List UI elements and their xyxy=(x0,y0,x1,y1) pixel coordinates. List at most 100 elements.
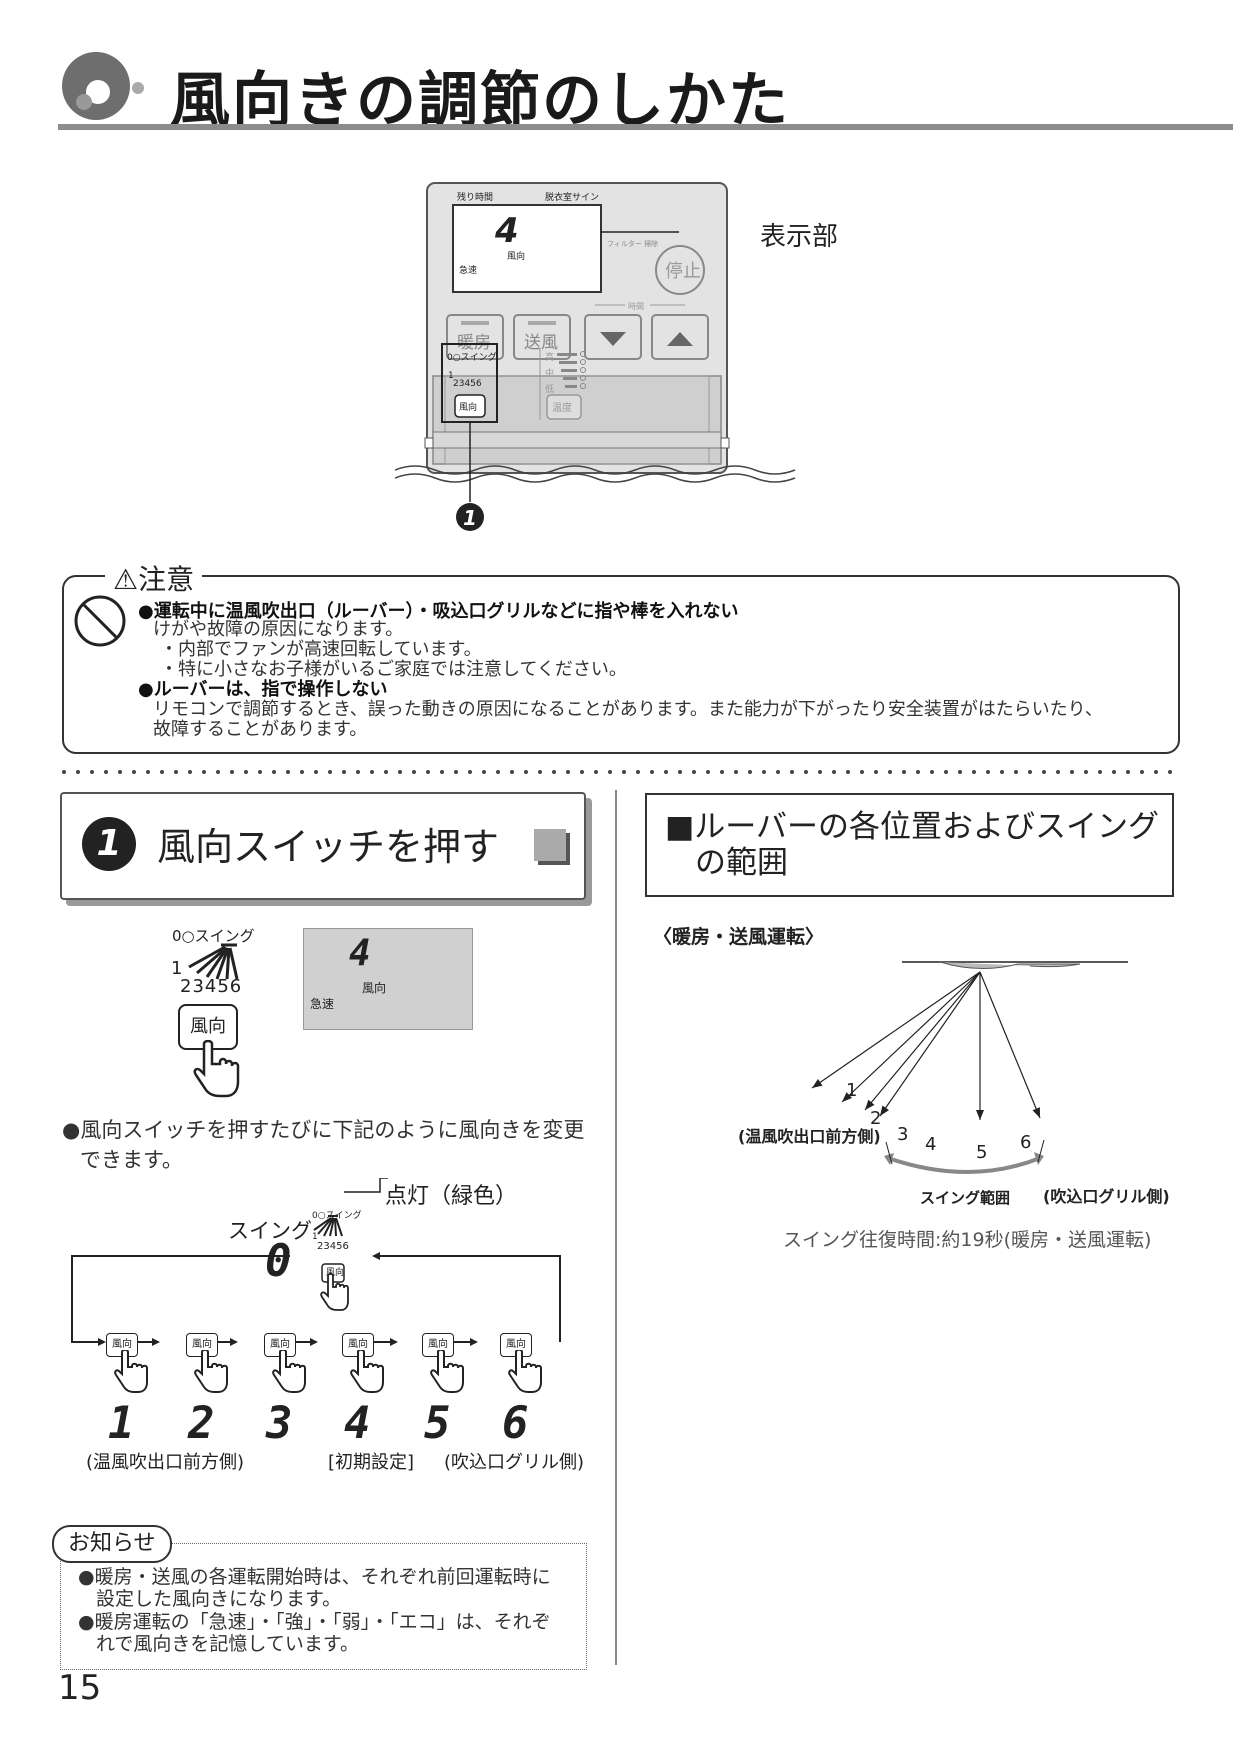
louver-range-diagram xyxy=(811,961,1128,1174)
caution-line: 故障することがあります。 xyxy=(153,719,368,740)
svg-text:温度: 温度 xyxy=(552,401,572,414)
finger-press-icon xyxy=(430,1350,464,1393)
title-circles-icon xyxy=(62,52,144,120)
bullet-text: ●風向スイッチを押すたびに下記のように風向きを変更 xyxy=(62,1118,585,1142)
ray-arrowhead xyxy=(865,1099,875,1110)
fan-button[interactable]: 送風 xyxy=(513,314,571,360)
small-louver-icon xyxy=(313,1215,343,1237)
sequence-digit: 2 xyxy=(188,1398,215,1449)
louver-fan-icon xyxy=(188,943,239,980)
notice-line: 設定した風向きになります。 xyxy=(96,1588,342,1610)
range-title: ■ルーバーの各位置およびスイング の範囲 xyxy=(665,809,1159,881)
level-high: 高 xyxy=(545,351,554,363)
louver-ray xyxy=(864,971,981,1111)
range-subtitle: 〈暖房・送風運転〉 xyxy=(653,926,825,948)
louver-position-label: 2 xyxy=(870,1108,882,1129)
caution-line: けがや故障の原因になります。 xyxy=(153,619,404,640)
remaining-time-label: 残り時間 xyxy=(457,191,493,203)
seq-label-front: (温風吹出口前方側) xyxy=(86,1452,245,1473)
up-button[interactable] xyxy=(651,314,709,360)
step-number: 1 xyxy=(82,817,136,871)
dressing-sign-label: 脱衣室サイン xyxy=(545,191,599,203)
louver-ray xyxy=(841,971,981,1103)
range-title-line-1: ■ルーバーの各位置およびスイング xyxy=(665,809,1159,845)
ray-arrowhead xyxy=(842,1092,853,1102)
step-1-box: 1 風向スイッチを押す xyxy=(60,792,586,900)
swing-word: スイング xyxy=(228,1219,312,1243)
small-swing-label: 0○スイング xyxy=(312,1211,362,1221)
level-low: 低 xyxy=(545,383,554,395)
louver-position-label: 1 xyxy=(846,1080,858,1101)
grill-side-label: (吹込口グリル側) xyxy=(1043,1187,1170,1206)
down-button[interactable] xyxy=(584,314,642,360)
sequence-digit: 4 xyxy=(344,1398,371,1449)
filter-label: フィルター 掃除 xyxy=(607,239,658,248)
display-mode: 急速 xyxy=(459,264,477,276)
seq-label-grill: (吹込口グリル側) xyxy=(444,1452,585,1473)
step-title: 風向スイッチを押す xyxy=(157,825,500,869)
swing-digit: 0 xyxy=(265,1236,292,1287)
sequence-wind-button[interactable]: 風向 xyxy=(264,1333,296,1357)
caution-box xyxy=(62,575,1180,754)
caution-line: ・内部でファンが高速回転しています。 xyxy=(160,639,482,660)
page-number: 15 xyxy=(58,1668,102,1708)
remote-swing-label: 0○スイング xyxy=(447,351,497,363)
finger-press-icon xyxy=(320,1272,349,1311)
display-digit: 4 xyxy=(349,933,371,974)
swing-time-label: スイング往復時間:約19秒(暖房・送風運転) xyxy=(783,1229,1152,1251)
finger-press-icon xyxy=(194,1350,228,1393)
seq-label-default: [初期設定] xyxy=(328,1452,415,1473)
caution-heading-1: ●運転中に温風吹出口（ルーバー）・吸込口グリルなどに指や棒を入れない xyxy=(138,601,739,622)
swing-label: 0○スイング xyxy=(172,927,255,945)
positions-label: 23456 xyxy=(180,976,243,997)
notice-line: ●暖房・送風の各運転開始時は、それぞれ前回運転時に xyxy=(78,1566,551,1588)
display-part-label: 表示部 xyxy=(760,222,839,252)
louver-position-label: 3 xyxy=(897,1124,909,1145)
range-title-line-2: の範囲 xyxy=(695,845,788,881)
heat-button[interactable]: 暖房 xyxy=(446,314,504,360)
step-square-icon xyxy=(534,829,566,861)
level-mid: 中 xyxy=(545,367,554,379)
triangle-down-icon xyxy=(600,332,626,346)
finger-press-icon xyxy=(350,1350,384,1393)
finger-press-icon xyxy=(272,1350,306,1393)
louver-ray xyxy=(811,971,981,1089)
center-wind-label: 風向 xyxy=(326,1268,345,1278)
remote-wind-button[interactable]: 風向 xyxy=(454,394,486,418)
ray-arrowhead xyxy=(976,1110,984,1120)
display-wind: 風向 xyxy=(507,250,525,262)
caution-line: リモコンで調節するとき、誤った動きの原因になることがあります。また能力が下がった… xyxy=(153,699,1103,720)
sequence-digit: 1 xyxy=(108,1398,135,1449)
remote-control-illustration: 残り時間 脱衣室サイン 4 風向 急速 フィルター 掃除 停止 時間 暖房 送風… xyxy=(395,182,796,531)
remote-position-one: 1 xyxy=(448,371,454,381)
display-digit: 4 xyxy=(494,211,519,251)
finger-press-icon xyxy=(508,1350,542,1393)
front-side-label: (温風吹出口前方側) xyxy=(738,1127,881,1146)
callout-number: 1 xyxy=(463,506,477,530)
display-wind: 風向 xyxy=(362,981,387,995)
triangle-up-icon xyxy=(667,332,693,346)
dotted-separator xyxy=(62,770,1176,774)
finger-press-icon xyxy=(193,1040,240,1098)
swing-range-label: スイング範囲 xyxy=(920,1189,1011,1207)
louver-ray xyxy=(879,971,981,1117)
temp-button[interactable]: 温度 xyxy=(546,394,582,420)
display-mode: 急速 xyxy=(310,997,335,1011)
caution-title: ⚠注意 xyxy=(105,558,203,598)
svg-text:停止: 停止 xyxy=(665,261,701,282)
ray-arrowhead xyxy=(812,1079,823,1088)
stop-button[interactable]: 停止 xyxy=(655,245,705,295)
louver-position-label: 6 xyxy=(1020,1132,1032,1153)
small-positions: 23456 xyxy=(317,1241,349,1252)
finger-press-icon xyxy=(114,1350,148,1393)
sequence-digit: 5 xyxy=(424,1398,451,1449)
louver-position-label: 5 xyxy=(976,1142,988,1163)
notice-label: お知らせ xyxy=(52,1525,172,1563)
prohibited-icon xyxy=(74,595,126,647)
bullet-text: できます。 xyxy=(80,1148,183,1172)
sequence-digit: 6 xyxy=(502,1398,529,1449)
sequence-digit: 3 xyxy=(266,1398,293,1449)
range-section-box: ■ルーバーの各位置およびスイング の範囲 xyxy=(645,793,1174,897)
caution-line: ・特に小さなお子様がいるご家庭では注意してください。 xyxy=(160,659,627,680)
title-rule xyxy=(58,124,1233,130)
